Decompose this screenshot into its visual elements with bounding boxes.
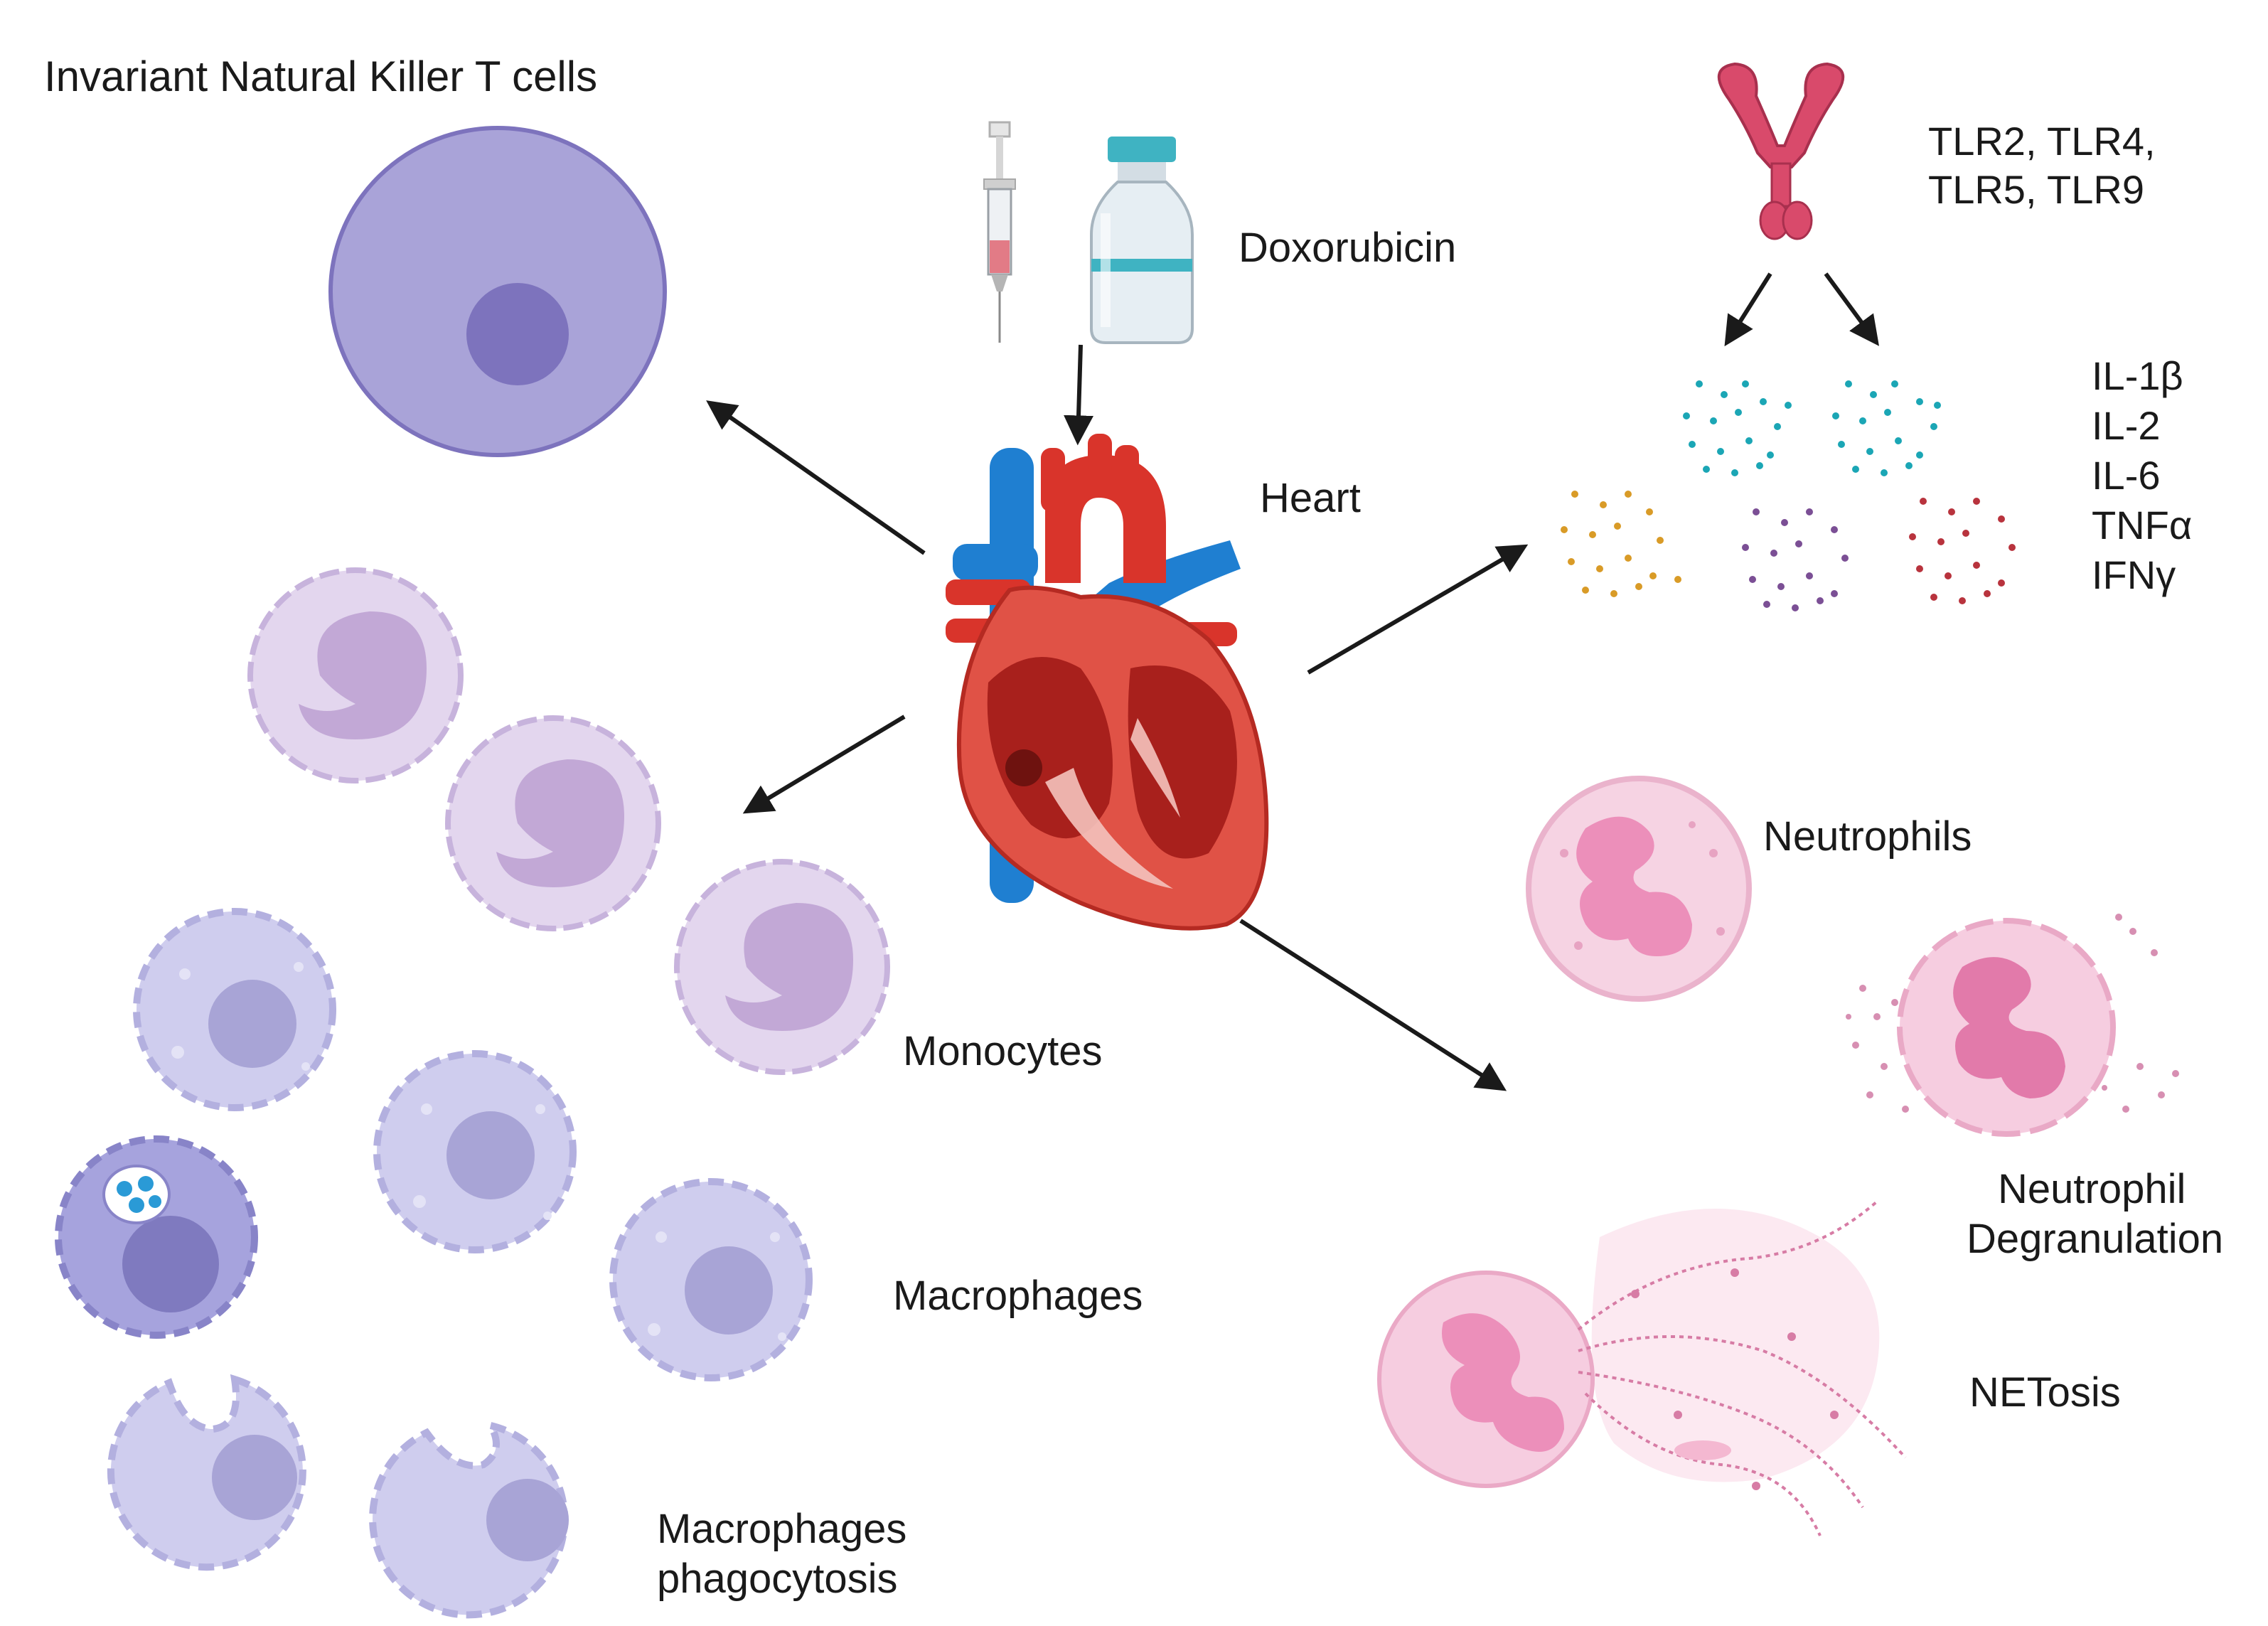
syringe-icon — [983, 121, 1016, 343]
tlr-label-line2: TLR5, TLR9 — [1928, 167, 2144, 212]
degranulation-label-line2: Degranulation — [1967, 1216, 2223, 1262]
cytokine-label-tnfa: TNFα — [2092, 503, 2192, 547]
phagocytosing-macrophage-icon — [107, 1374, 306, 1571]
cytokine-cluster-purple — [1742, 508, 1849, 611]
netosis-label: NETosis — [1969, 1369, 2121, 1416]
heart-label: Heart — [1260, 475, 1361, 521]
arrow-tlr-right — [1824, 272, 1879, 346]
cytokine-label-il6: IL-6 — [2092, 453, 2161, 498]
vial-icon — [1090, 137, 1194, 344]
cytokine-label-il2: IL-2 — [2092, 403, 2161, 448]
degranulation-label-line1: Neutrophil — [1998, 1166, 2186, 1212]
arrow-heart-to-inkt — [706, 400, 926, 555]
arrow-drug-to-heart — [1064, 344, 1094, 446]
monocyte-icon — [247, 567, 464, 783]
monocytes-label: Monocytes — [903, 1028, 1102, 1074]
monocyte-icon — [445, 715, 661, 931]
phagocytosis-label-line2: phagocytosis — [657, 1556, 898, 1602]
neutrophil-icon — [1526, 776, 1752, 1002]
macrophage-icon — [609, 1178, 813, 1381]
arrow-heart-to-neutrophils — [1239, 919, 1507, 1091]
cytokine-cluster-orange — [1561, 491, 1681, 597]
tlr-receptor-icon — [1717, 62, 1845, 240]
macrophages-label: Macrophages — [893, 1273, 1143, 1319]
arrow-tlr-left — [1724, 272, 1772, 347]
doxorubicin-label: Doxorubicin — [1239, 225, 1456, 271]
monocyte-icon — [674, 859, 890, 1075]
macrophage-icon — [133, 908, 336, 1111]
degranulating-neutrophil-icon — [1846, 914, 2179, 1137]
cytokine-label-il1b: IL-1β — [2092, 353, 2183, 398]
inkt-cell-icon — [328, 126, 667, 457]
heart-icon — [946, 434, 1269, 931]
inkt-label: Invariant Natural Killer T cells — [44, 53, 597, 100]
cytokine-cluster-red — [1909, 498, 2016, 604]
netosis-icon — [1377, 1200, 1907, 1536]
phagocytosing-macrophage-icon — [369, 1420, 569, 1619]
cytokine-cluster-teal-2 — [1832, 380, 1941, 476]
arrow-heart-to-cytokines — [1307, 544, 1529, 675]
cytokine-label-ifng: IFNγ — [2092, 552, 2176, 597]
macrophage-icon — [373, 1050, 577, 1253]
phagocytosis-label-line1: Macrophages — [657, 1506, 906, 1552]
activated-macrophage-icon — [55, 1135, 258, 1339]
cytokine-cluster-teal-1 — [1683, 380, 1792, 476]
neutrophils-label: Neutrophils — [1763, 813, 1972, 860]
arrow-heart-to-monocytes — [742, 715, 906, 814]
tlr-label-line1: TLR2, TLR4, — [1928, 119, 2156, 164]
